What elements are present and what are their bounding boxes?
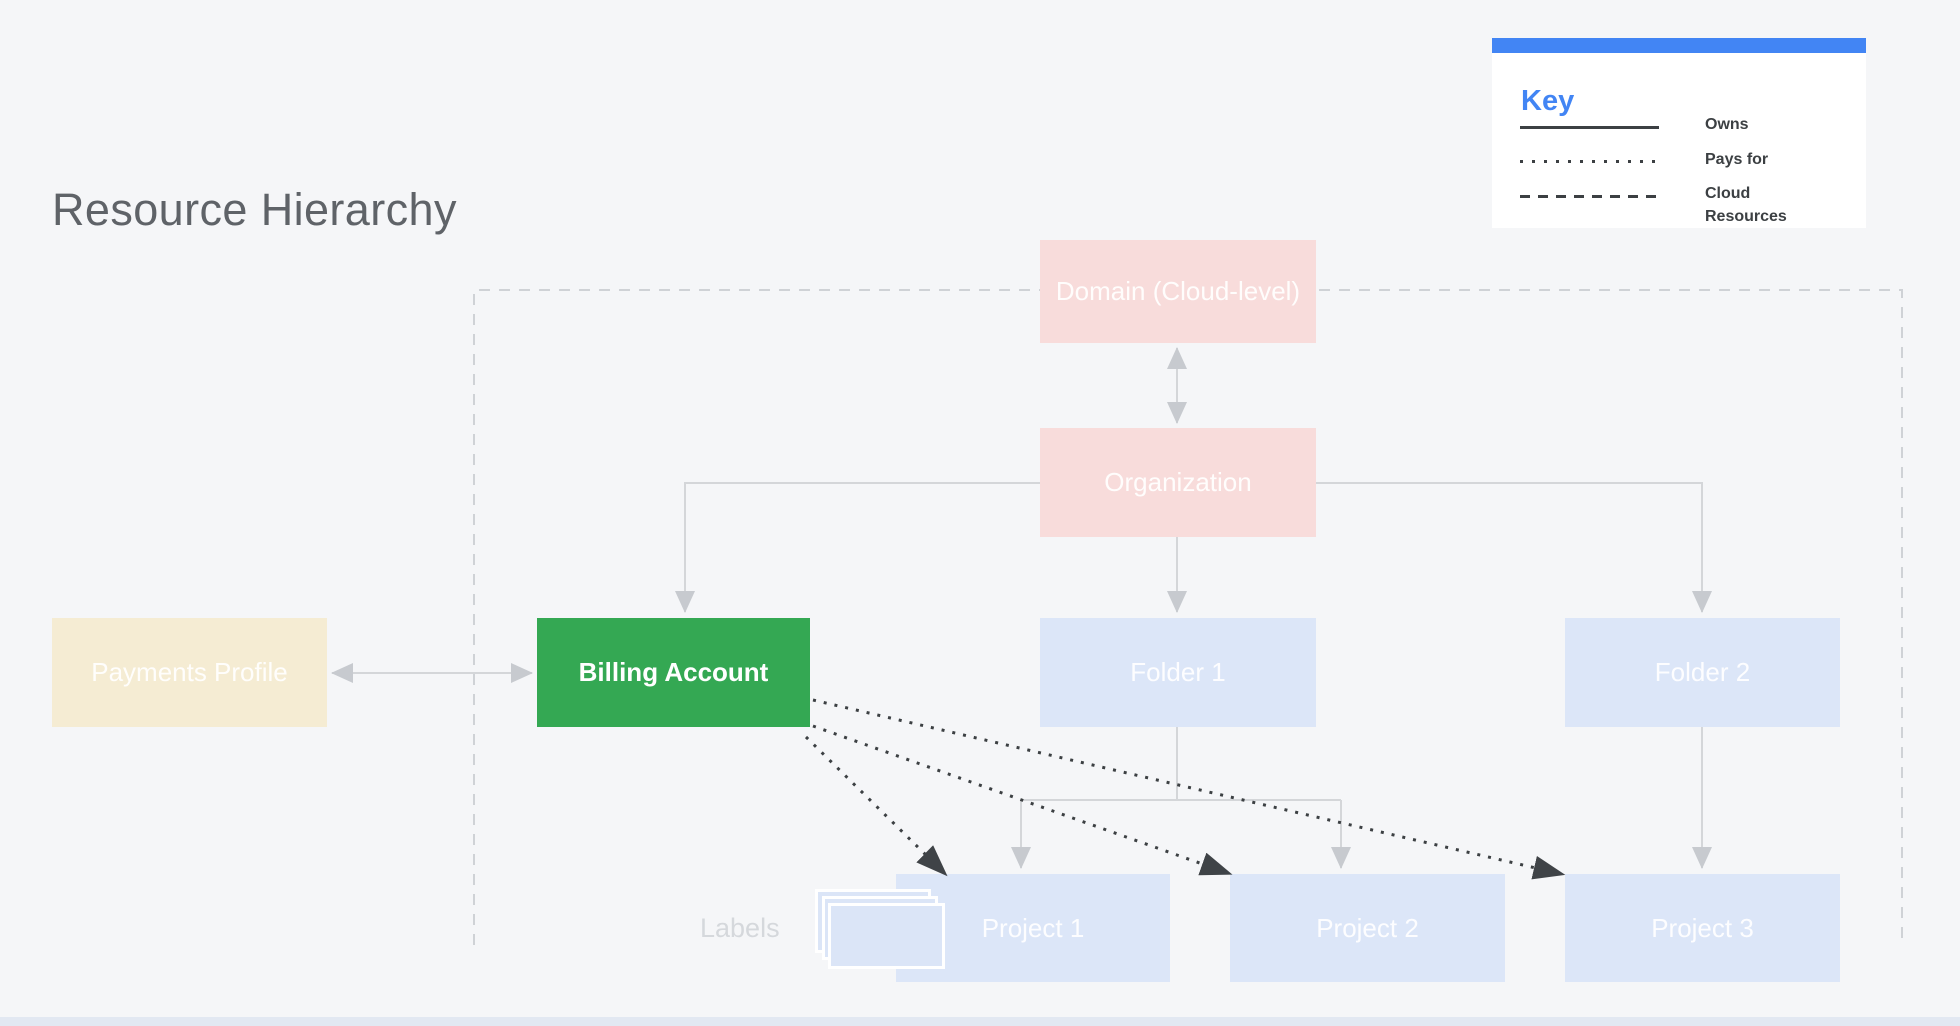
node-organization-label: Organization bbox=[1104, 467, 1252, 497]
node-folder-2-label: Folder 2 bbox=[1654, 657, 1751, 687]
node-billing-account-label: Billing Account bbox=[578, 657, 769, 687]
node-payments-profile: Payments Profile bbox=[52, 618, 327, 727]
key-legend: Key Owns Pays for Cloud Resources bbox=[1492, 38, 1866, 228]
node-domain-label: Domain (Cloud-level) bbox=[1055, 276, 1301, 306]
key-accent-bar bbox=[1492, 38, 1866, 53]
key-heading: Key bbox=[1521, 85, 1575, 117]
key-item-owns: Owns bbox=[1705, 116, 1749, 133]
pays-for-line-sample bbox=[1520, 160, 1659, 163]
node-project-2: Project 2 bbox=[1230, 874, 1505, 982]
node-folder-1-label: Folder 1 bbox=[1130, 657, 1226, 687]
bottom-window-edge bbox=[0, 1017, 1960, 1026]
page-title: Resource Hierarchy bbox=[52, 184, 457, 235]
node-project-2-label: Project 2 bbox=[1316, 912, 1419, 943]
pays-for-connector-billing-project2 bbox=[812, 724, 1233, 876]
node-payments-profile-label: Payments Profile bbox=[91, 657, 288, 687]
labels-caption: Labels bbox=[700, 913, 780, 943]
node-billing-account: Billing Account bbox=[537, 618, 810, 727]
node-organization: Organization bbox=[1040, 428, 1316, 537]
owns-line-sample bbox=[1520, 126, 1659, 129]
node-folder-2: Folder 2 bbox=[1565, 618, 1840, 727]
node-domain: Domain (Cloud-level) bbox=[1040, 240, 1316, 343]
owns-connector-organization-folder2 bbox=[1316, 482, 1712, 613]
owns-connector-organization-billing bbox=[675, 482, 1040, 613]
key-item-pays-for: Pays for bbox=[1705, 151, 1769, 168]
cloud-resources-line-sample bbox=[1520, 195, 1659, 198]
labels-card-front bbox=[828, 903, 945, 969]
pays-for-connector-billing-project1 bbox=[804, 735, 948, 877]
key-item-cloud-resources: Cloud Resources bbox=[1705, 185, 1787, 225]
node-folder-1: Folder 1 bbox=[1040, 618, 1316, 727]
owns-connector-folder1-split bbox=[1021, 727, 1341, 801]
node-project-1-label: Project 1 bbox=[981, 912, 1085, 943]
node-project-3-label: Project 3 bbox=[1651, 912, 1754, 943]
node-project-3: Project 3 bbox=[1565, 874, 1840, 982]
